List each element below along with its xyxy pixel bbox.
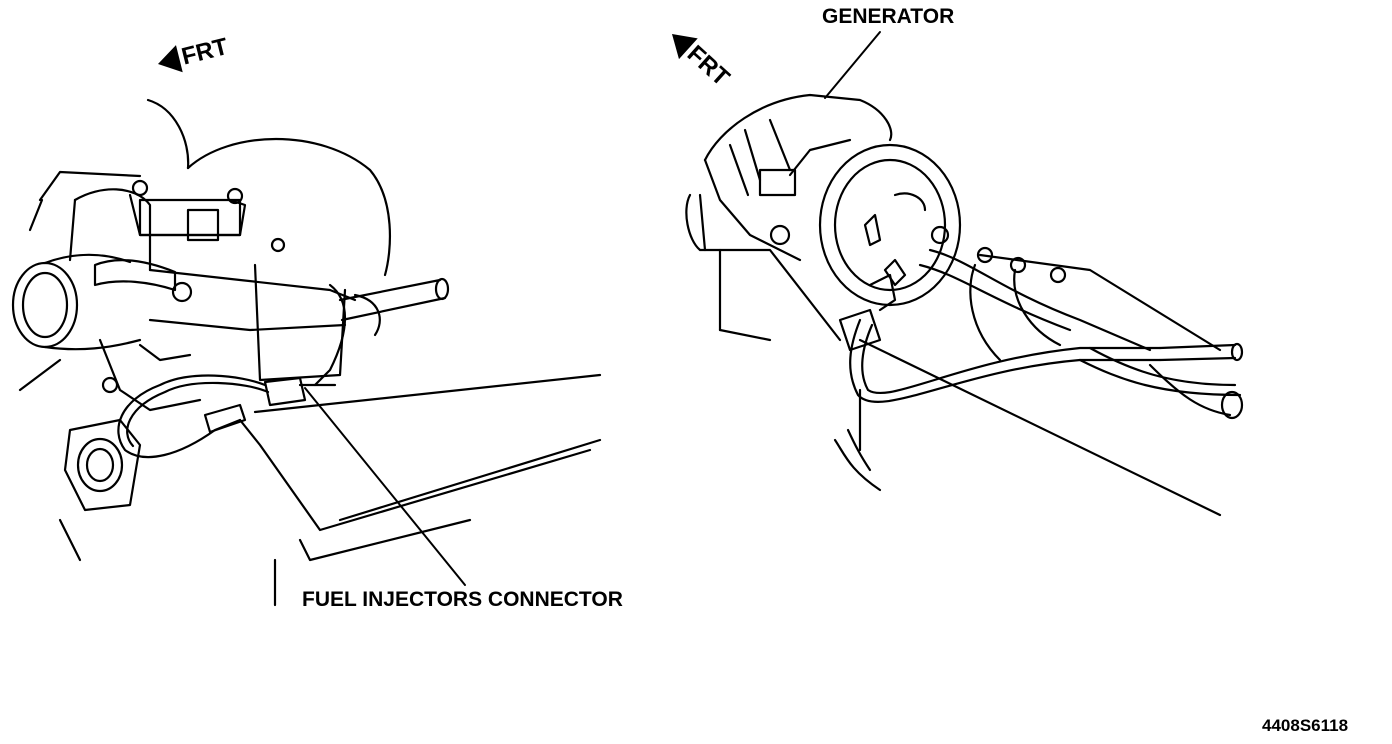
figure-code: 4408S6118 bbox=[1262, 716, 1349, 735]
fuel-injectors-connector-label: FUEL INJECTORS CONNECTOR bbox=[302, 588, 623, 611]
fuel-injectors-connector-leader bbox=[304, 387, 466, 586]
throttle-body-illustration bbox=[11, 98, 602, 607]
generator-illustration bbox=[685, 93, 1244, 517]
generator-label: GENERATOR bbox=[822, 5, 955, 28]
generator-leader bbox=[824, 31, 881, 99]
